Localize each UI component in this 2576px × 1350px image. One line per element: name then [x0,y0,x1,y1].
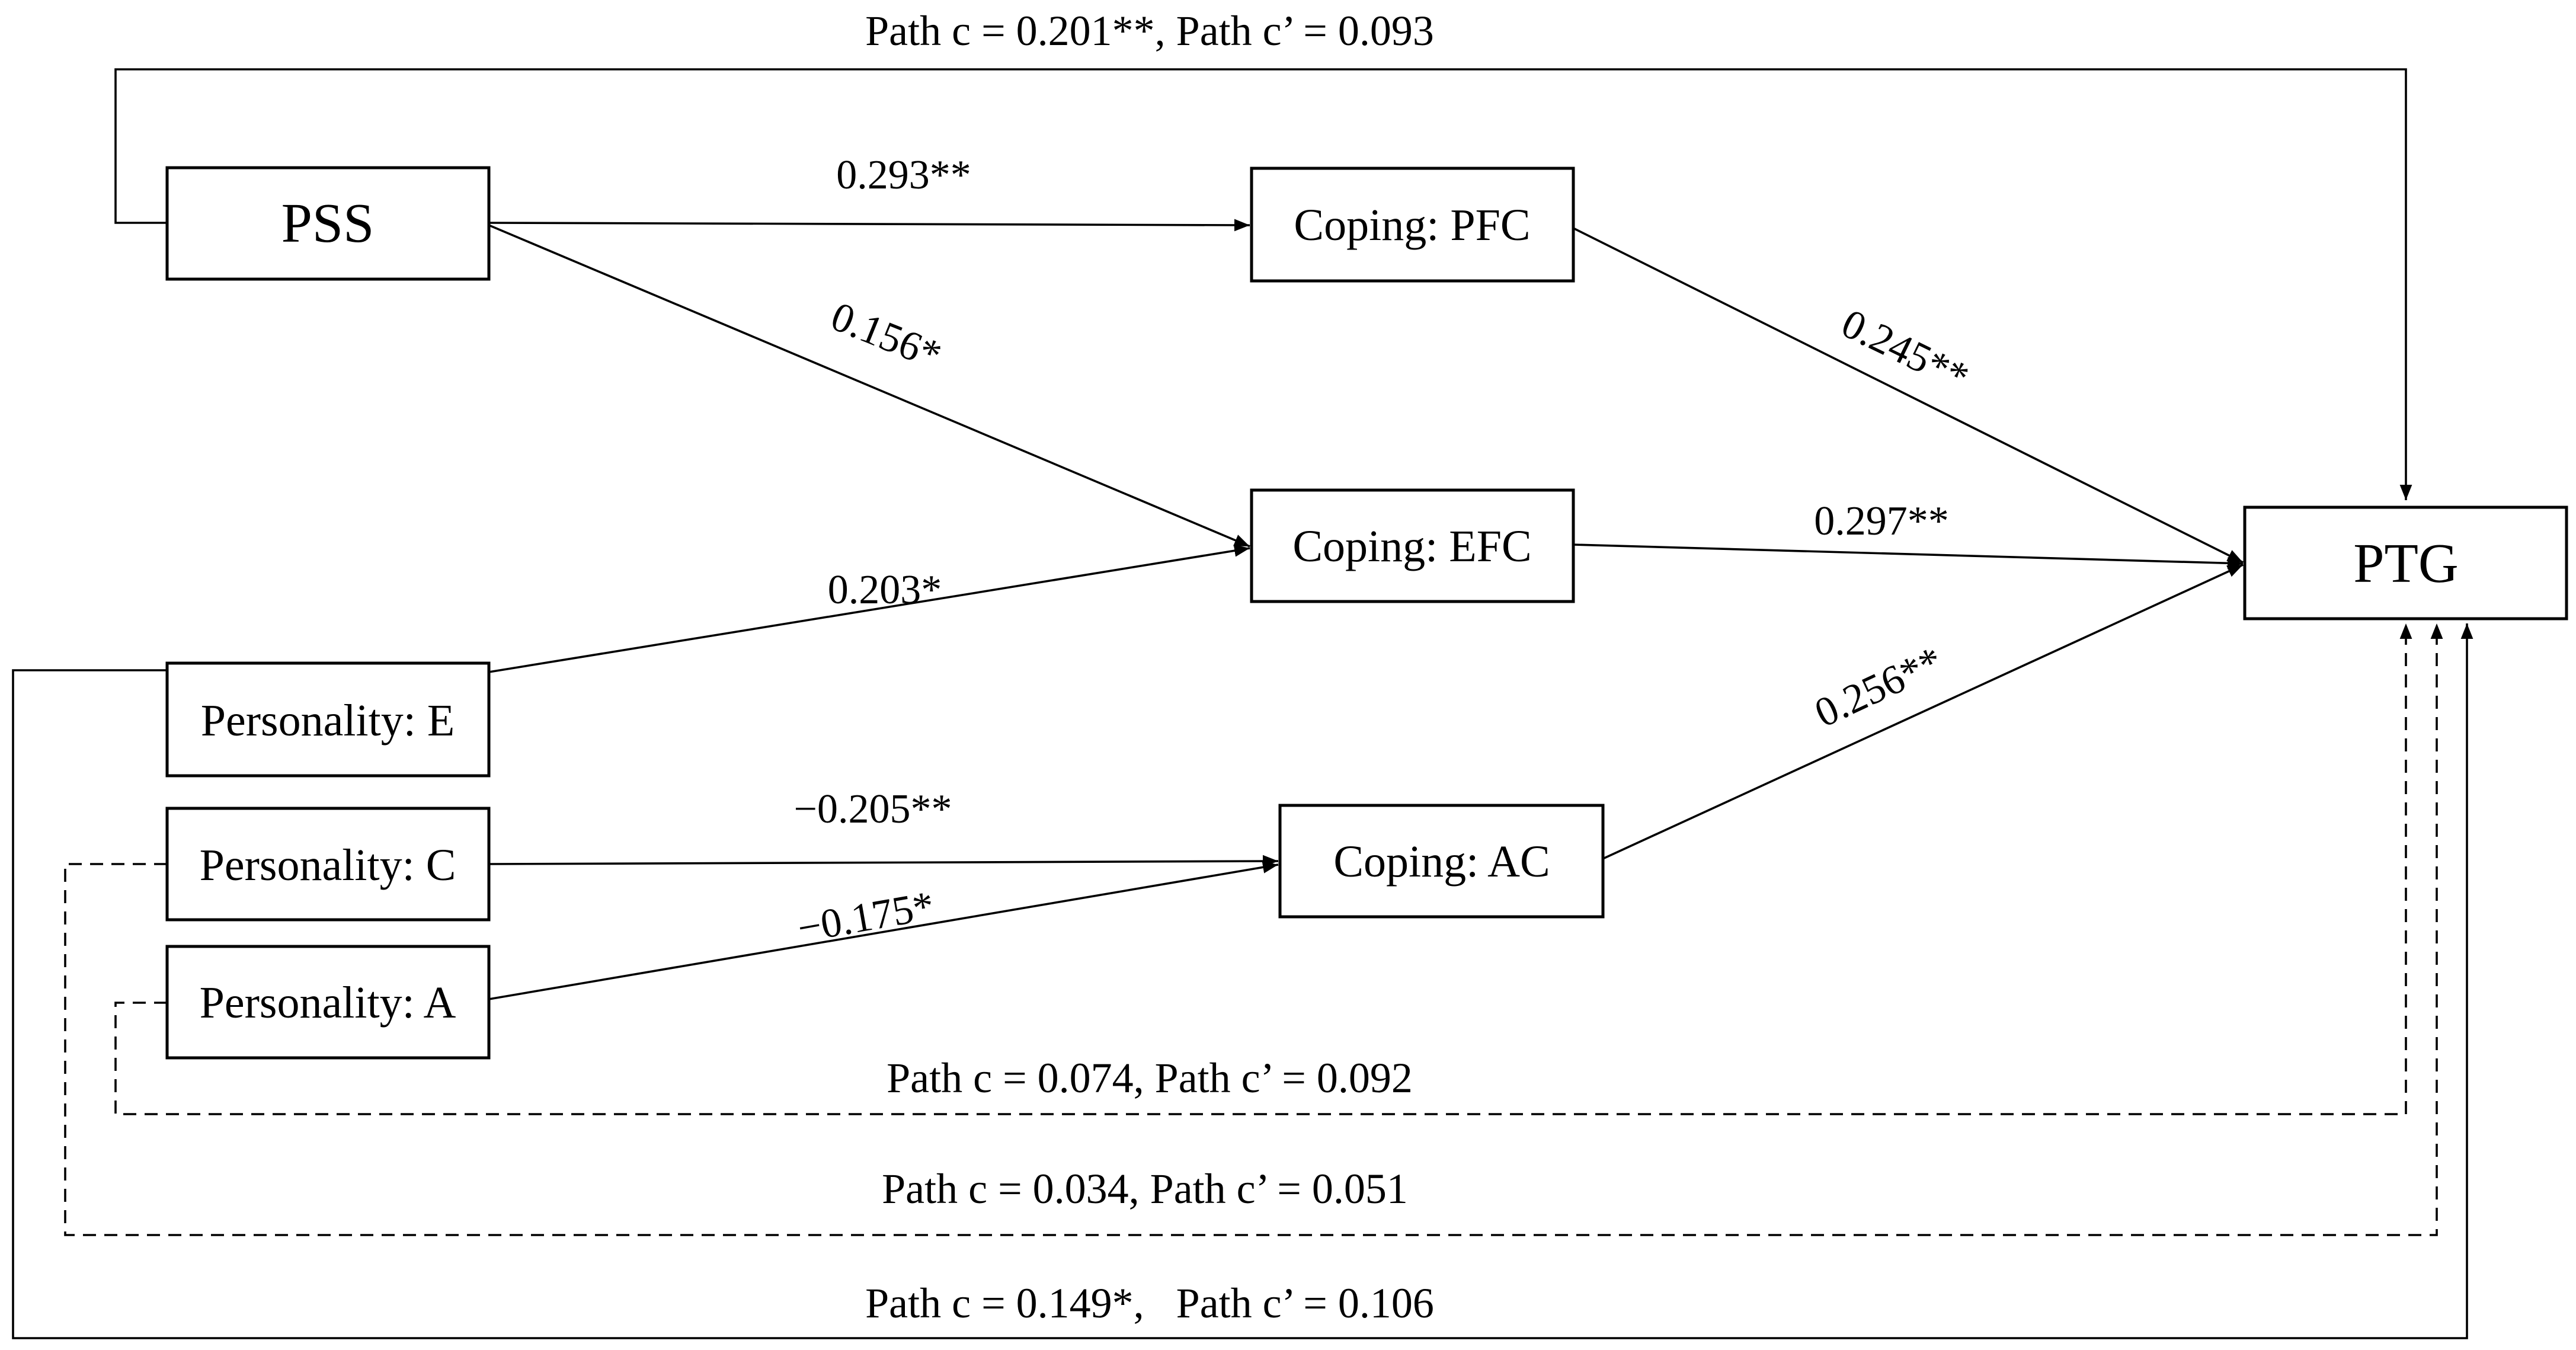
pss-to-pfc-arrow [488,219,1250,232]
pss-box: PSS [165,166,491,281]
c-to-ac-coefficient: −0.205** [794,786,952,832]
ptg-box: PTG [2243,506,2568,620]
e-total-path-label: Path c = 0.149*, Path c’ = 0.106 [865,1279,1434,1327]
personality-a-box: Personality: A [165,945,491,1060]
c-total-path-line [64,623,2443,1236]
personality-c-box: Personality: C [165,807,491,922]
coping-pfc-label: Coping: PFC [1294,200,1530,250]
a-total-path-label: Path c = 0.074, Path c’ = 0.092 [887,1054,1413,1102]
coping-ac-box: Coping: AC [1278,804,1605,919]
pss-to-efc-coefficient: 0.156* [825,293,948,379]
personality-c-label: Personality: C [200,840,456,890]
e-to-efc-coefficient: 0.203* [828,567,942,613]
pfc-to-ptg-arrow [1573,227,2244,564]
coping-efc-label: Coping: EFC [1292,522,1531,571]
e-total-path-line [12,623,2473,1339]
pss-total-path-label: Path c = 0.201**, Path c’ = 0.093 [865,7,1434,55]
pss-total-path-line [114,68,2412,500]
a-total-path-line [114,623,2412,1115]
efc-to-ptg-arrow [1573,543,2244,570]
a-to-ac-arrow [488,861,1279,1000]
personality-e-label: Personality: E [201,696,455,746]
ac-to-ptg-coefficient: 0.256** [1808,638,1950,737]
c-total-path-label: Path c = 0.034, Path c’ = 0.051 [882,1165,1408,1213]
e-to-efc-arrow [488,544,1250,673]
pss-to-pfc-coefficient: 0.293** [836,152,971,198]
pss-label: PSS [281,193,375,254]
coping-ac-label: Coping: AC [1333,837,1550,887]
coping-pfc-box: Coping: PFC [1250,167,1575,283]
coping-efc-box: Coping: EFC [1250,488,1575,603]
a-to-ac-coefficient: −0.175* [794,883,937,952]
personality-a-label: Personality: A [200,978,456,1028]
c-to-ac-arrow [488,855,1279,868]
pfc-to-ptg-coefficient: 0.245** [1835,300,1976,401]
pss-to-efc-arrow [488,224,1250,548]
efc-to-ptg-coefficient: 0.297** [1814,498,1949,544]
personality-e-box: Personality: E [165,661,491,778]
ac-to-ptg-arrow [1602,564,2244,860]
ptg-label: PTG [2353,533,2459,594]
